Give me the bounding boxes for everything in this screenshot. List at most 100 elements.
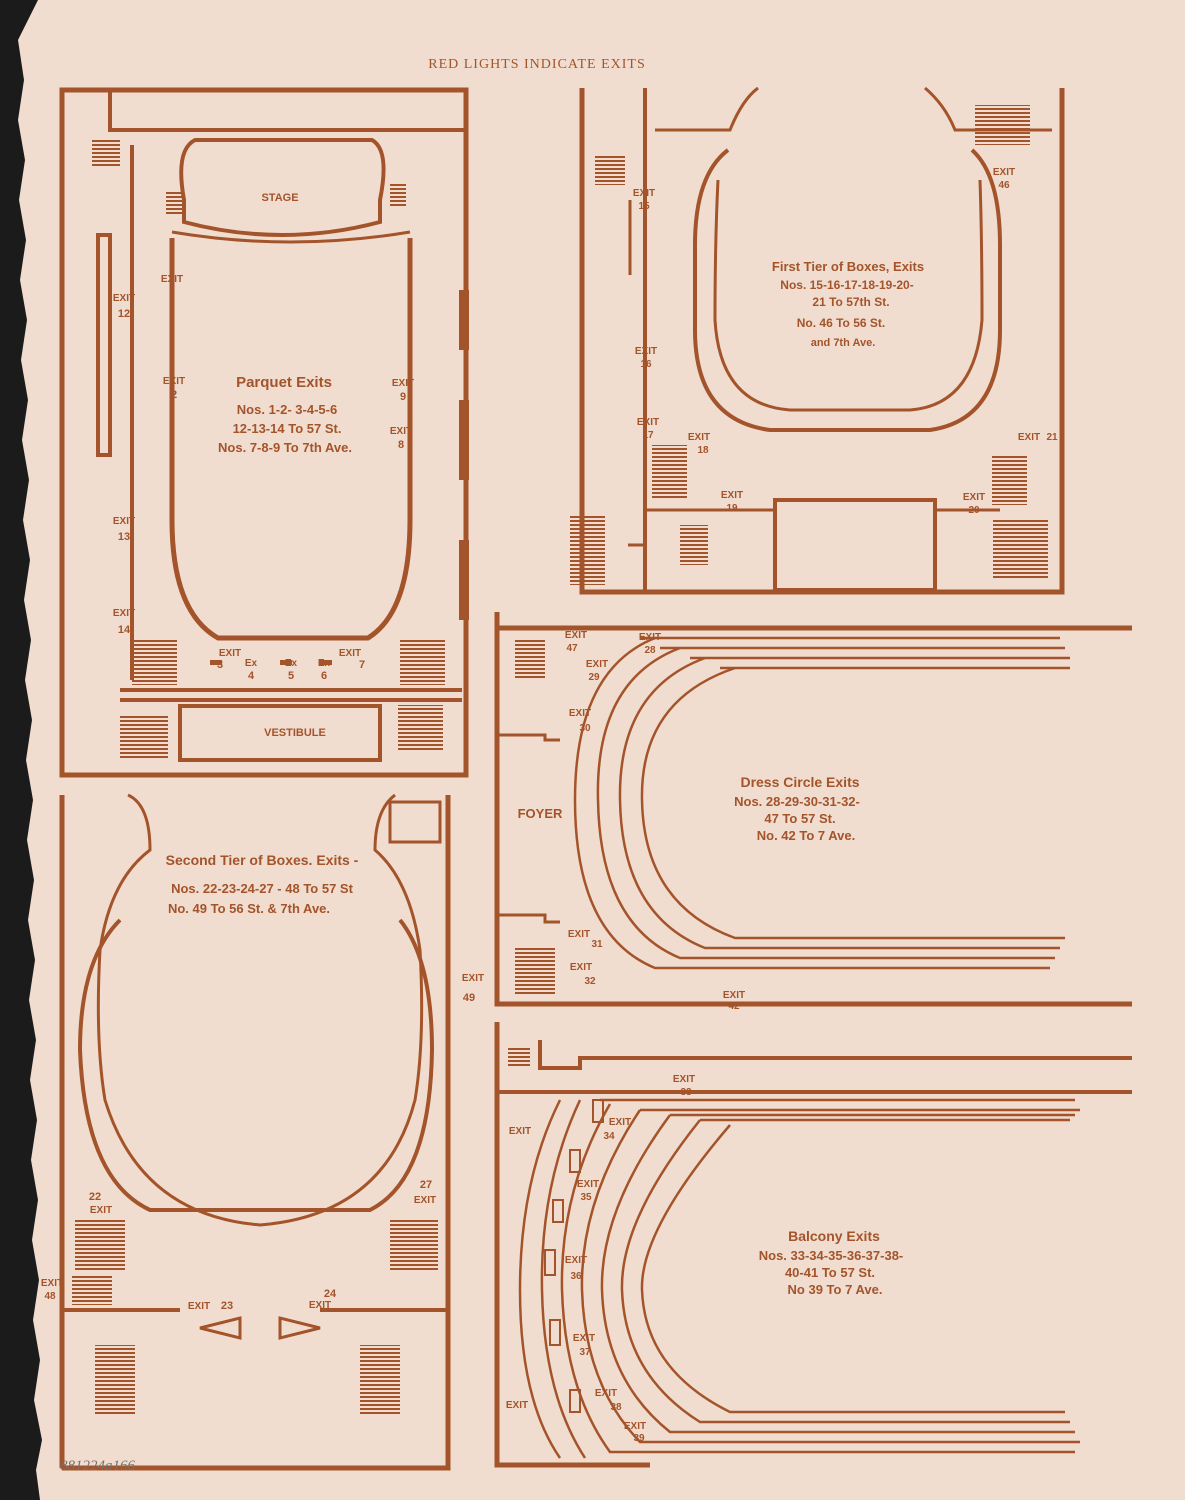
exit-number: 34 [603,1131,615,1142]
exit-label: EXIT [609,1117,631,1128]
left-corridor-wall [96,233,112,457]
horseshoe-boxes [693,148,1002,432]
exit-number: 1 [169,287,175,298]
foyer-block [773,498,937,592]
stage-label: STAGE [261,192,298,204]
exit-number: 23 [221,1300,233,1312]
exit-label: EXIT [1018,432,1040,443]
balcony-tiers [518,1099,562,1459]
dress-circle-line-3: No. 42 To 7 Ave. [757,828,856,843]
auditorium-outline [169,238,413,641]
exit-label: EXIT [595,1388,617,1399]
stairs [166,190,182,216]
exit-number: 30 [579,723,591,734]
first-tier-line-4: and 7th Ave. [811,337,876,349]
exit-door [210,660,222,665]
catalog-annotation: 881224a166 [60,1458,136,1474]
stairs [75,1218,125,1270]
exit-number: 27 [420,1179,432,1191]
dress-circle-plan: FOYER Dress Circle Exits Nos. 28-29-30-3… [494,612,1132,1012]
stairs [72,1275,112,1305]
exit-number: 6 [321,670,327,682]
exit-label: EXIT [163,376,185,387]
exit-label: EXIT [565,1255,587,1266]
stairs [570,515,605,585]
exit-label: EXIT [506,1400,528,1411]
exit-number: 20 [968,505,980,516]
exit-number: 33 [680,1087,692,1098]
stairs [120,715,168,760]
first-tier-line-3: No. 46 To 56 St. [797,316,885,330]
stairs [595,155,625,185]
exit-label: EXIT [569,708,591,719]
vestibule-label: VESTIBULE [264,727,326,739]
exit-label: EXIT [565,630,587,641]
balcony-line-2: 40-41 To 57 St. [785,1265,875,1280]
header-text: RED LIGHTS INDICATE EXITS [428,57,645,72]
exit-label: EXIT [113,608,135,619]
first-tier-plan: First Tier of Boxes, Exits Nos. 15-16-17… [570,86,1065,595]
exit-label: EXIT [635,346,657,357]
parquet-title: Parquet Exits [236,374,332,391]
exit-number: 4 [248,670,255,682]
exit-label: EXIT [392,378,414,389]
second-tier-line-2: No. 49 To 56 St. & 7th Ave. [168,901,330,916]
dress-circle-title: Dress Circle Exits [740,774,859,790]
exit-door [280,660,292,665]
exit-number: 7 [359,659,365,671]
exit-door [320,660,332,665]
exit-label: EXIT [639,632,661,643]
parquet-line-1: Nos. 1-2- 3-4-5-6 [237,402,337,417]
exit-number: 49 [463,992,475,1004]
ex-label: Ex [245,658,258,669]
balcony-title: Balcony Exits [788,1228,880,1244]
exit-number: 16 [640,359,652,370]
exit-number: 21 [1046,432,1058,443]
exit-number: 35 [580,1192,592,1203]
exit-number: 32 [584,976,596,987]
exit-number: 5 [288,670,294,682]
exit-number: 24 [324,1288,337,1300]
exit-label: EXIT [509,1126,531,1137]
balcony-plan: Balcony Exits Nos. 33-34-35-36-37-38- 40… [494,1022,1132,1468]
exit-label: EXIT [624,1421,646,1432]
exit-label: EXIT [570,962,592,973]
exit-number: 46 [998,180,1010,191]
stairs [992,455,1027,505]
first-tier-title: First Tier of Boxes, Exits [772,259,924,274]
exit-number: 38 [610,1402,622,1413]
exit-label: EXIT [637,417,659,428]
exit-number: 13 [118,531,130,543]
exit-number: 14 [118,624,131,636]
foyer-label: FOYER [518,806,563,821]
exit-number: 31 [591,939,603,950]
stairs [398,705,443,750]
dress-circle-line-1: Nos. 28-29-30-31-32- [734,794,860,809]
exit-label: EXIT [462,973,484,984]
exit-number: 36 [570,1271,582,1282]
balcony-line-1: Nos. 33-34-35-36-37-38- [759,1248,904,1263]
stairs [400,640,445,685]
stairs [680,525,708,565]
first-tier-line-2: 21 To 57th St. [812,295,889,309]
exit-number: 2 [171,389,177,401]
exit-number: 39 [633,1433,645,1444]
stairs [993,520,1048,580]
exit-label: EXIT [188,1301,210,1312]
first-tier-line-1: Nos. 15-16-17-18-19-20- [780,278,913,292]
parquet-line-3: Nos. 7-8-9 To 7th Ave. [218,440,352,455]
exit-label: EXIT [688,432,710,443]
stairs [515,948,555,996]
second-tier-boxes [77,918,435,1212]
exit-number: 47 [566,643,578,654]
exit-number: 48 [44,1291,56,1302]
exit-number: 19 [726,503,738,514]
exit-label: EXIT [721,490,743,501]
exit-number: 42 [728,1001,740,1012]
dress-circle-line-2: 47 To 57 St. [764,811,835,826]
exit-number: 37 [579,1347,591,1358]
exit-number: 28 [644,645,656,656]
exit-label: EXIT [161,274,183,285]
exit-number: 12 [118,308,130,320]
parquet-plan: STAGE VESTIBULE Parquet Exits Nos. 1-2- … [59,87,469,778]
